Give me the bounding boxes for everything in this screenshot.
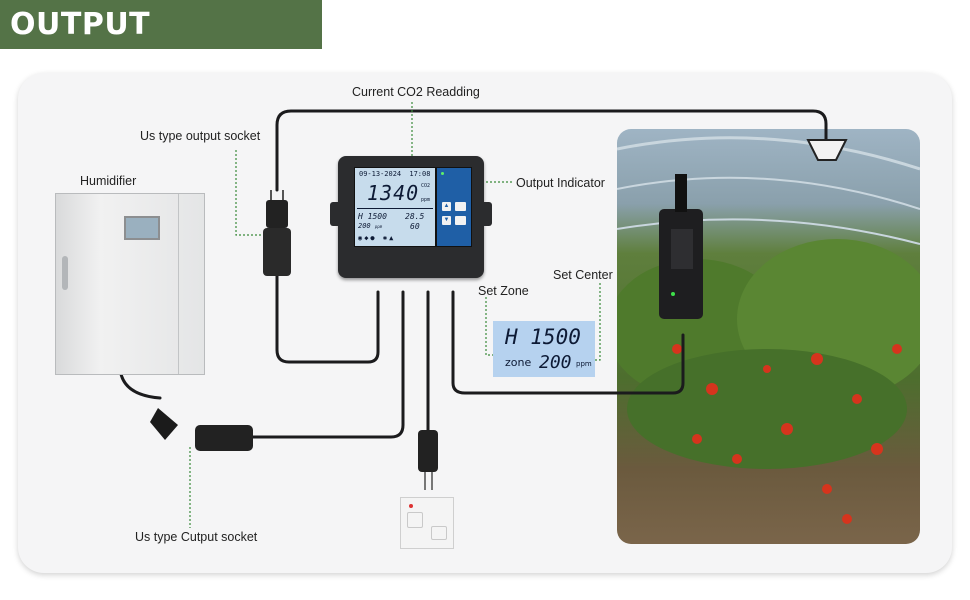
mount-tab-left bbox=[330, 202, 338, 226]
label-set-zone: Set Zone bbox=[478, 284, 529, 298]
lcd-temp-value: 28.5 bbox=[405, 212, 425, 221]
wall-outlet bbox=[400, 497, 454, 549]
mount-tab-right bbox=[484, 202, 492, 226]
zoom-zone-unit: ppm bbox=[576, 360, 592, 368]
lcd-date: 09-13-2024 bbox=[359, 170, 402, 178]
label-set-center: Set Center bbox=[553, 268, 613, 282]
zoom-zone-value: 200 bbox=[539, 352, 572, 373]
outlet-indicator-light bbox=[409, 504, 413, 508]
zoom-zone-label: zone bbox=[505, 356, 532, 369]
set-button[interactable] bbox=[455, 216, 466, 225]
label-us-cutput-socket: Us type Cutput socket bbox=[135, 530, 258, 544]
label-humidifier: Humidifier bbox=[80, 174, 137, 188]
outlet-socket-left bbox=[407, 512, 423, 528]
humidifier-door-line bbox=[178, 194, 179, 374]
co2-controller: 09-13-2024 17:08 1340 CO2 ppm H 1500 200… bbox=[330, 156, 492, 278]
label-us-output-socket: Us type output socket bbox=[140, 129, 261, 143]
lcd-zone-unit: ppm bbox=[374, 224, 383, 229]
set-zone-display: H 1500 zone 200 ppm bbox=[493, 321, 595, 377]
humidifier-display bbox=[124, 216, 160, 240]
zoom-high-value: H 1500 bbox=[505, 325, 581, 349]
mode-button[interactable] bbox=[455, 202, 466, 211]
humidifier-cabinet bbox=[55, 193, 205, 375]
label-current-co2: Current CO2 Readding bbox=[352, 85, 480, 99]
lcd-co2-value: 1340 bbox=[367, 181, 420, 205]
outlet-socket-right bbox=[431, 526, 447, 540]
lcd-humidity-value: 60 bbox=[410, 222, 420, 231]
humidifier-handle bbox=[62, 256, 68, 290]
down-button[interactable]: ▼ bbox=[442, 216, 451, 225]
control-button-panel: ▲ ▼ bbox=[436, 167, 472, 247]
up-button[interactable]: ▲ bbox=[442, 202, 451, 211]
output-indicator-led bbox=[441, 172, 444, 175]
controller-lcd: 09-13-2024 17:08 1340 CO2 ppm H 1500 200… bbox=[354, 167, 436, 247]
lcd-co2-unit-bottom: ppm bbox=[421, 197, 431, 203]
greenhouse-illustration bbox=[617, 136, 920, 524]
lcd-status-icons: ◉◆● ✱▲ bbox=[358, 234, 396, 242]
lcd-zone-value: 200 bbox=[358, 222, 371, 230]
greenhouse-tomato-photo bbox=[617, 129, 920, 544]
label-output-indicator: Output Indicator bbox=[516, 176, 605, 190]
lcd-co2-unit-top: CO2 bbox=[421, 183, 431, 189]
lcd-time: 17:08 bbox=[409, 170, 431, 178]
lcd-high-value: H 1500 bbox=[358, 212, 387, 221]
